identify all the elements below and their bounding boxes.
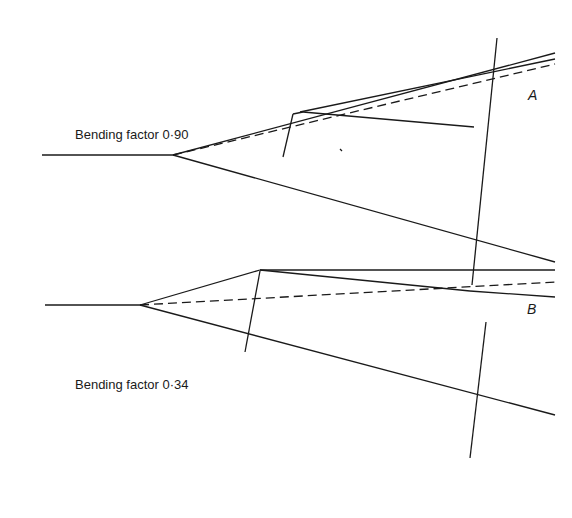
bending-factor-label: Bending factor 0·34 <box>75 378 188 392</box>
diagram-b <box>45 270 555 458</box>
diagram-a <box>42 38 555 285</box>
diagram-letter: A <box>528 88 537 103</box>
diagram-letter: B <box>527 302 536 317</box>
bending-factor-label: Bending factor 0·90 <box>75 128 188 142</box>
